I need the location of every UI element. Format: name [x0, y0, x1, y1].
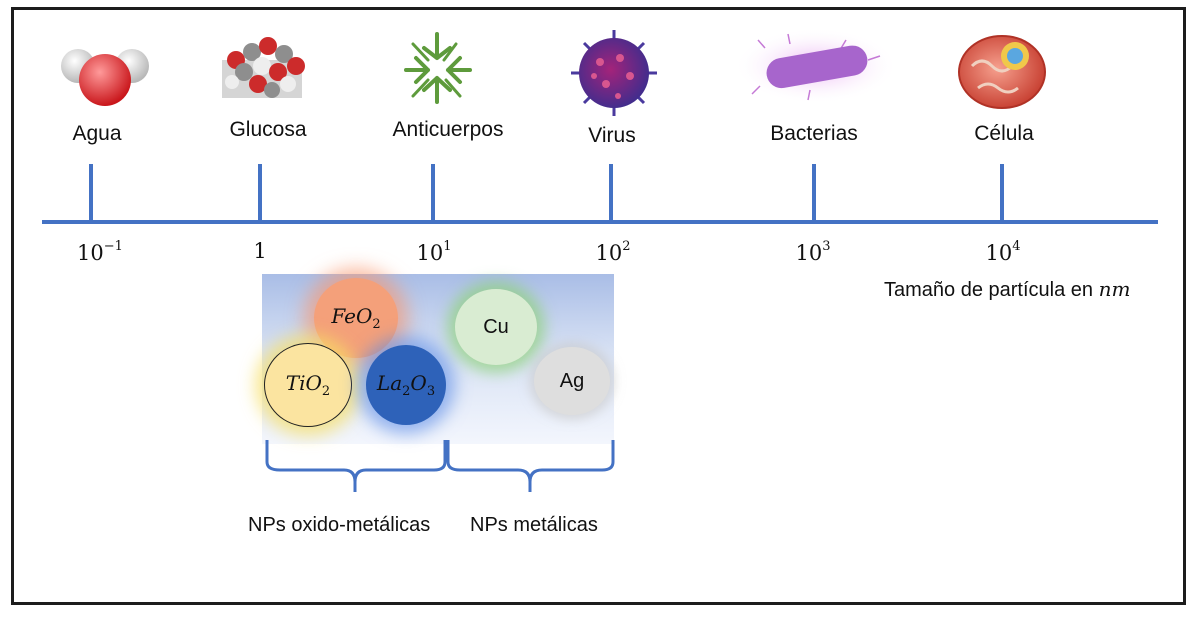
antibody-icon: [404, 32, 472, 104]
virus-icon: [571, 30, 657, 116]
np-ag: Ag: [534, 347, 610, 415]
np-feo2: FeO2: [314, 278, 398, 358]
cell-icon: [958, 35, 1046, 109]
brace-oxide: [265, 440, 447, 492]
np-tio2: TiO2: [264, 343, 352, 427]
brace-metallic: [446, 440, 615, 492]
water-molecule-icon: [61, 49, 149, 106]
group-label-oxide: NPs oxido-metálicas: [248, 514, 431, 536]
label-glucosa: Glucosa: [229, 118, 307, 141]
tick-label-5: 104: [985, 239, 1021, 265]
tick-label-0: 10−1: [77, 239, 123, 265]
group-label-metallic: NPs metálicas: [470, 514, 598, 536]
axis-unit-label: Tamaño de partícula en nm: [884, 277, 1131, 301]
label-agua: Agua: [72, 122, 122, 145]
tick-label-1: 1: [253, 239, 267, 263]
glucose-molecule-icon: [222, 37, 305, 98]
np-cu: Cu: [455, 289, 537, 365]
tick-label-2: 101: [416, 239, 452, 265]
tick-label-3: 102: [595, 239, 631, 265]
label-anticuerpos: Anticuerpos: [392, 118, 504, 141]
label-bacterias: Bacterias: [770, 122, 858, 145]
label-celula: Célula: [974, 122, 1034, 145]
label-virus: Virus: [588, 124, 636, 147]
tick-label-4: 103: [795, 239, 831, 265]
np-la2o3: La2O3: [366, 345, 446, 425]
bacteria-icon: [734, 28, 898, 104]
